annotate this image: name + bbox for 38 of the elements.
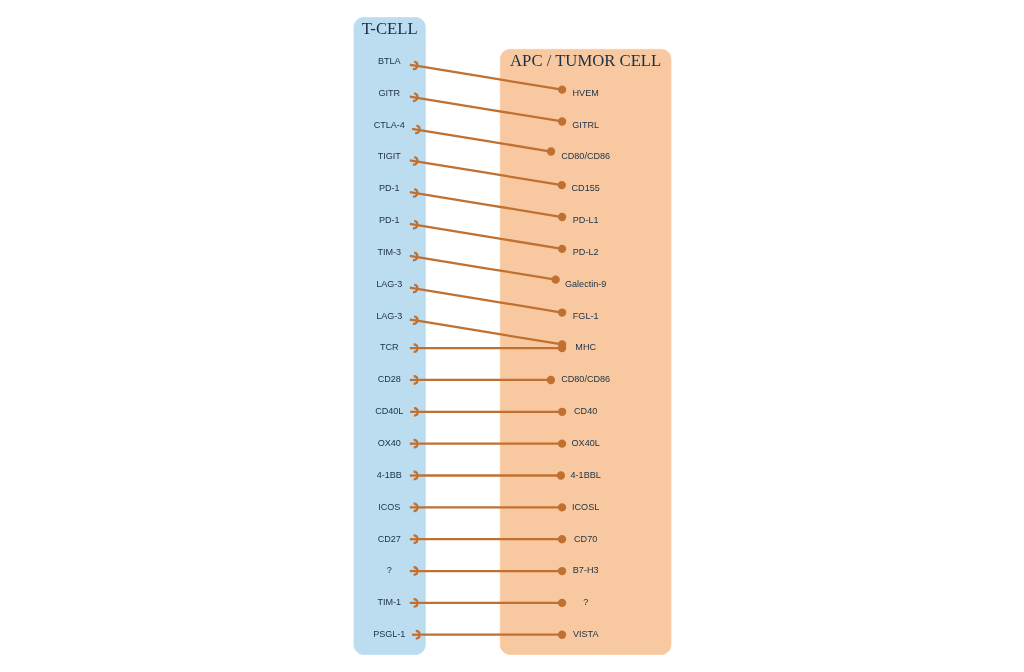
node-text: HVEM [572, 87, 599, 98]
node-text: 4-1BBL [570, 469, 601, 480]
node-text: CD27 [377, 533, 401, 544]
node-text: CD40 [573, 406, 597, 417]
node-text: MHC [574, 342, 596, 353]
node-text: PD-1 [378, 183, 400, 194]
node-text: CD40L [374, 406, 403, 417]
node-text: BTLA [377, 55, 401, 66]
node-text: CD155 [571, 183, 600, 194]
node-text: CD80/CD86 [560, 374, 610, 385]
connector [409, 470, 565, 481]
node-text: LAG-3 [375, 310, 402, 321]
node-text: OX40 [377, 438, 401, 449]
node-text: TIM-3 [376, 246, 401, 257]
node-text: PD-L1 [572, 215, 599, 226]
node-text: VISTA [572, 629, 598, 640]
node-text: ICOS [377, 501, 400, 512]
node-text: CD80/CD86 [560, 151, 610, 162]
node-text: Galectin-9 [564, 278, 606, 289]
node-text: CD70 [573, 533, 597, 544]
node-text: PD-1 [378, 215, 400, 226]
node-text: TCR [379, 342, 399, 353]
node-text: ? [582, 597, 588, 608]
node-text: GITRL [571, 119, 599, 130]
node-text: B7-H3 [572, 565, 599, 576]
node-text: TIGIT [377, 151, 401, 162]
node-text: CD28 [377, 374, 401, 385]
node-text: TIM-1 [376, 597, 401, 608]
node-text: GITR [377, 87, 400, 98]
node-text: PD-L2 [572, 246, 599, 257]
node-text: PSGL-1 [372, 629, 405, 640]
node-text: LAG-3 [375, 278, 402, 289]
node-text: FGL-1 [572, 310, 599, 321]
node-text: ? [386, 565, 392, 576]
node-text: OX40L [571, 438, 600, 449]
node-text: CTLA-4 [373, 119, 405, 130]
node-text: 4-1BB [376, 469, 402, 480]
node-text: ICOSL [571, 501, 599, 512]
